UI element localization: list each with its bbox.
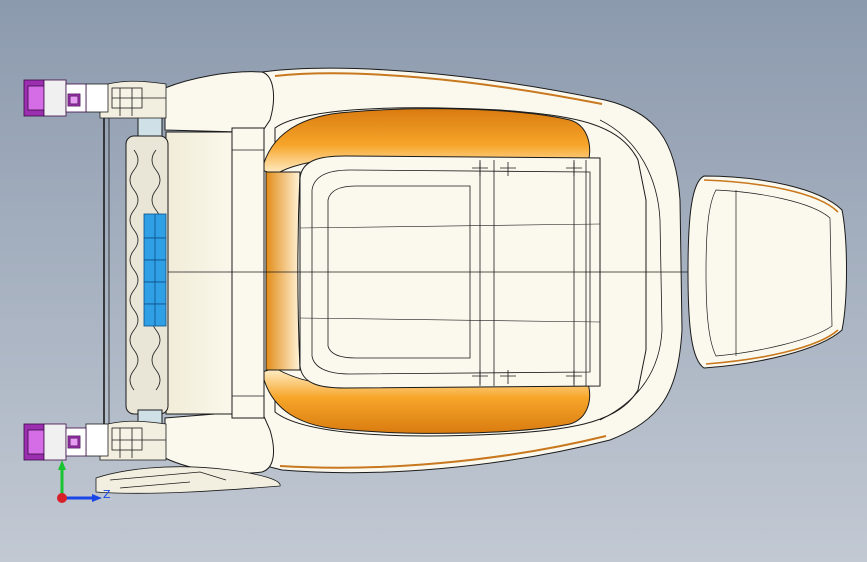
- seat-center-inner: [311, 169, 591, 375]
- bottom-latch-assembly[interactable]: [23, 420, 281, 494]
- bottom-connector: [23, 423, 87, 461]
- top-connector: [23, 79, 87, 117]
- seat-frame[interactable]: [103, 104, 169, 440]
- triad-z-label: Z: [103, 488, 111, 501]
- adjuster-mechanism: [143, 213, 167, 327]
- seat-cushion[interactable]: [261, 67, 683, 474]
- hinge-inner-block: [231, 127, 265, 419]
- seam-h-1: [299, 223, 601, 229]
- frame-spring-wire: [129, 149, 139, 391]
- triad-x-origin: [57, 493, 67, 503]
- seat-inner-panel: [274, 107, 647, 437]
- footrest-pad[interactable]: [687, 175, 847, 369]
- seat-outer-trim-top: [274, 72, 603, 105]
- seat-insert: [327, 185, 471, 359]
- tie-marks: [472, 162, 582, 384]
- seat-contour-right: [599, 119, 663, 421]
- hinge-upper-wing: [164, 71, 275, 133]
- frame-tube-top: [137, 115, 163, 137]
- coordinate-triad: [57, 460, 102, 503]
- hinge-lower-wing: [164, 411, 275, 474]
- release-lever: [95, 466, 281, 494]
- seat-outer-trim-bottom: [279, 435, 607, 469]
- seat-hinge-block[interactable]: [164, 71, 845, 474]
- bolster-left: [265, 171, 301, 371]
- seam-h-2: [299, 317, 601, 323]
- top-latch-assembly[interactable]: [23, 79, 167, 119]
